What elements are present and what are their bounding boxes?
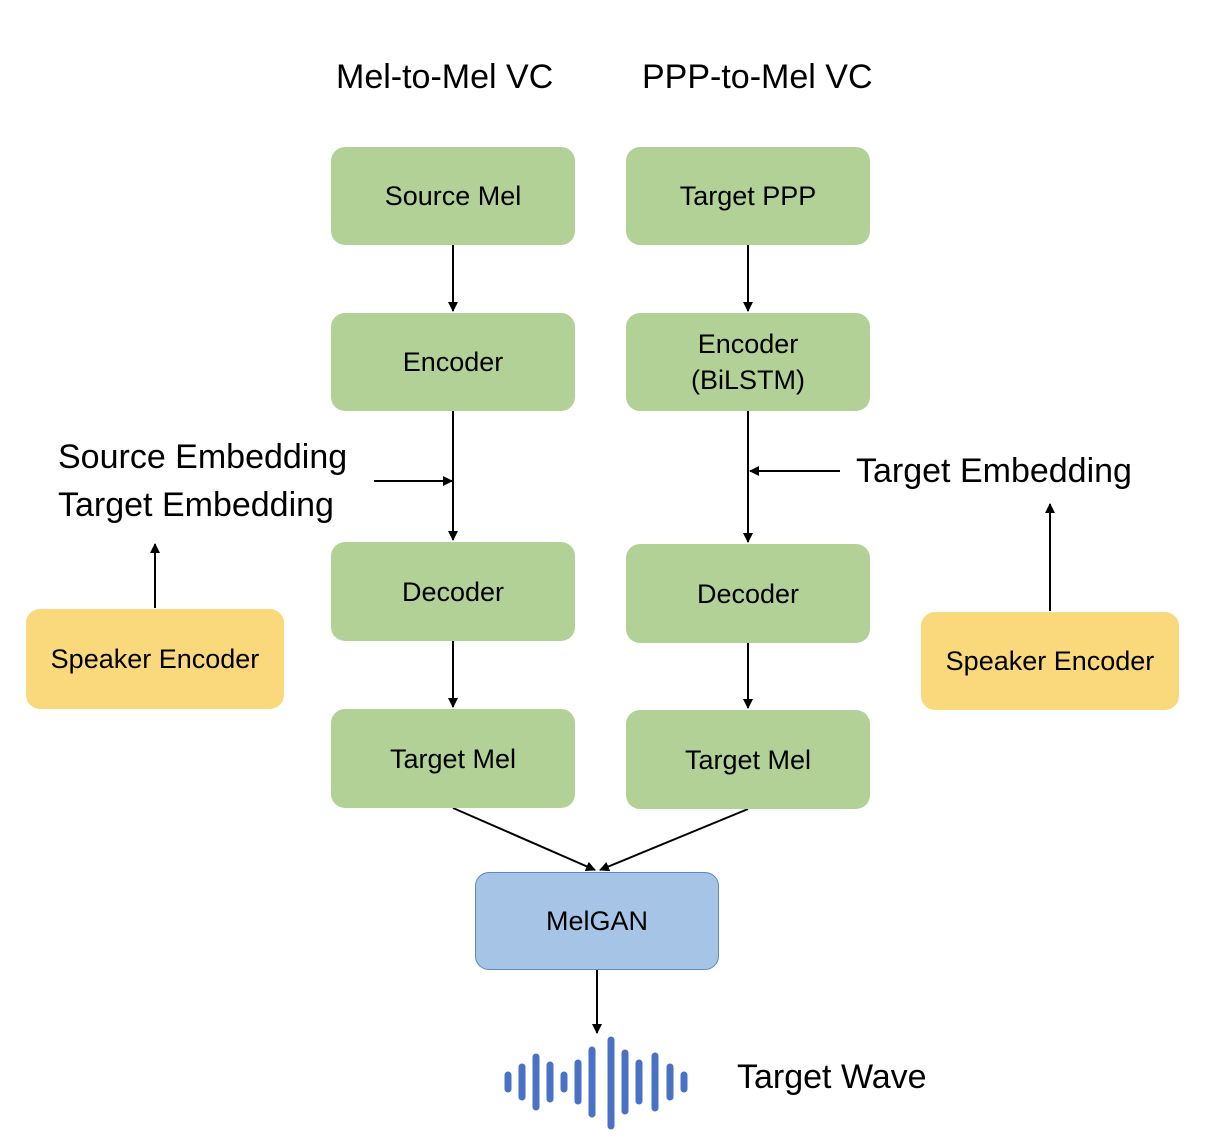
target-mel-box-right: Target Mel — [626, 710, 870, 809]
arrow-right-mel-to-melgan — [599, 808, 749, 872]
speaker-encoder-left: Speaker Encoder — [26, 609, 284, 709]
melgan-box: MelGAN — [475, 872, 719, 970]
title-mel-to-mel: Mel-to-Mel VC — [336, 58, 554, 96]
decoder-box-right: Decoder — [626, 544, 870, 643]
title-ppp-to-mel: PPP-to-Mel VC — [642, 58, 873, 96]
decoder-box-left: Decoder — [331, 542, 575, 641]
source-mel-box: Source Mel — [331, 147, 575, 245]
target-mel-box-left: Target Mel — [331, 709, 575, 808]
waveform-icon — [504, 1036, 688, 1130]
encoder-bilstm-box: Encoder (BiLSTM) — [626, 313, 870, 411]
arrow-left-mel-to-melgan — [452, 807, 596, 871]
speaker-encoder-right: Speaker Encoder — [921, 612, 1179, 710]
source-embedding-label: Source Embedding — [58, 438, 348, 476]
target-wave-label: Target Wave — [737, 1058, 927, 1096]
target-embedding-label-right: Target Embedding — [856, 452, 1132, 490]
target-ppp-box: Target PPP — [626, 147, 870, 245]
encoder-box-left: Encoder — [331, 313, 575, 411]
target-embedding-label-left: Target Embedding — [58, 486, 334, 524]
